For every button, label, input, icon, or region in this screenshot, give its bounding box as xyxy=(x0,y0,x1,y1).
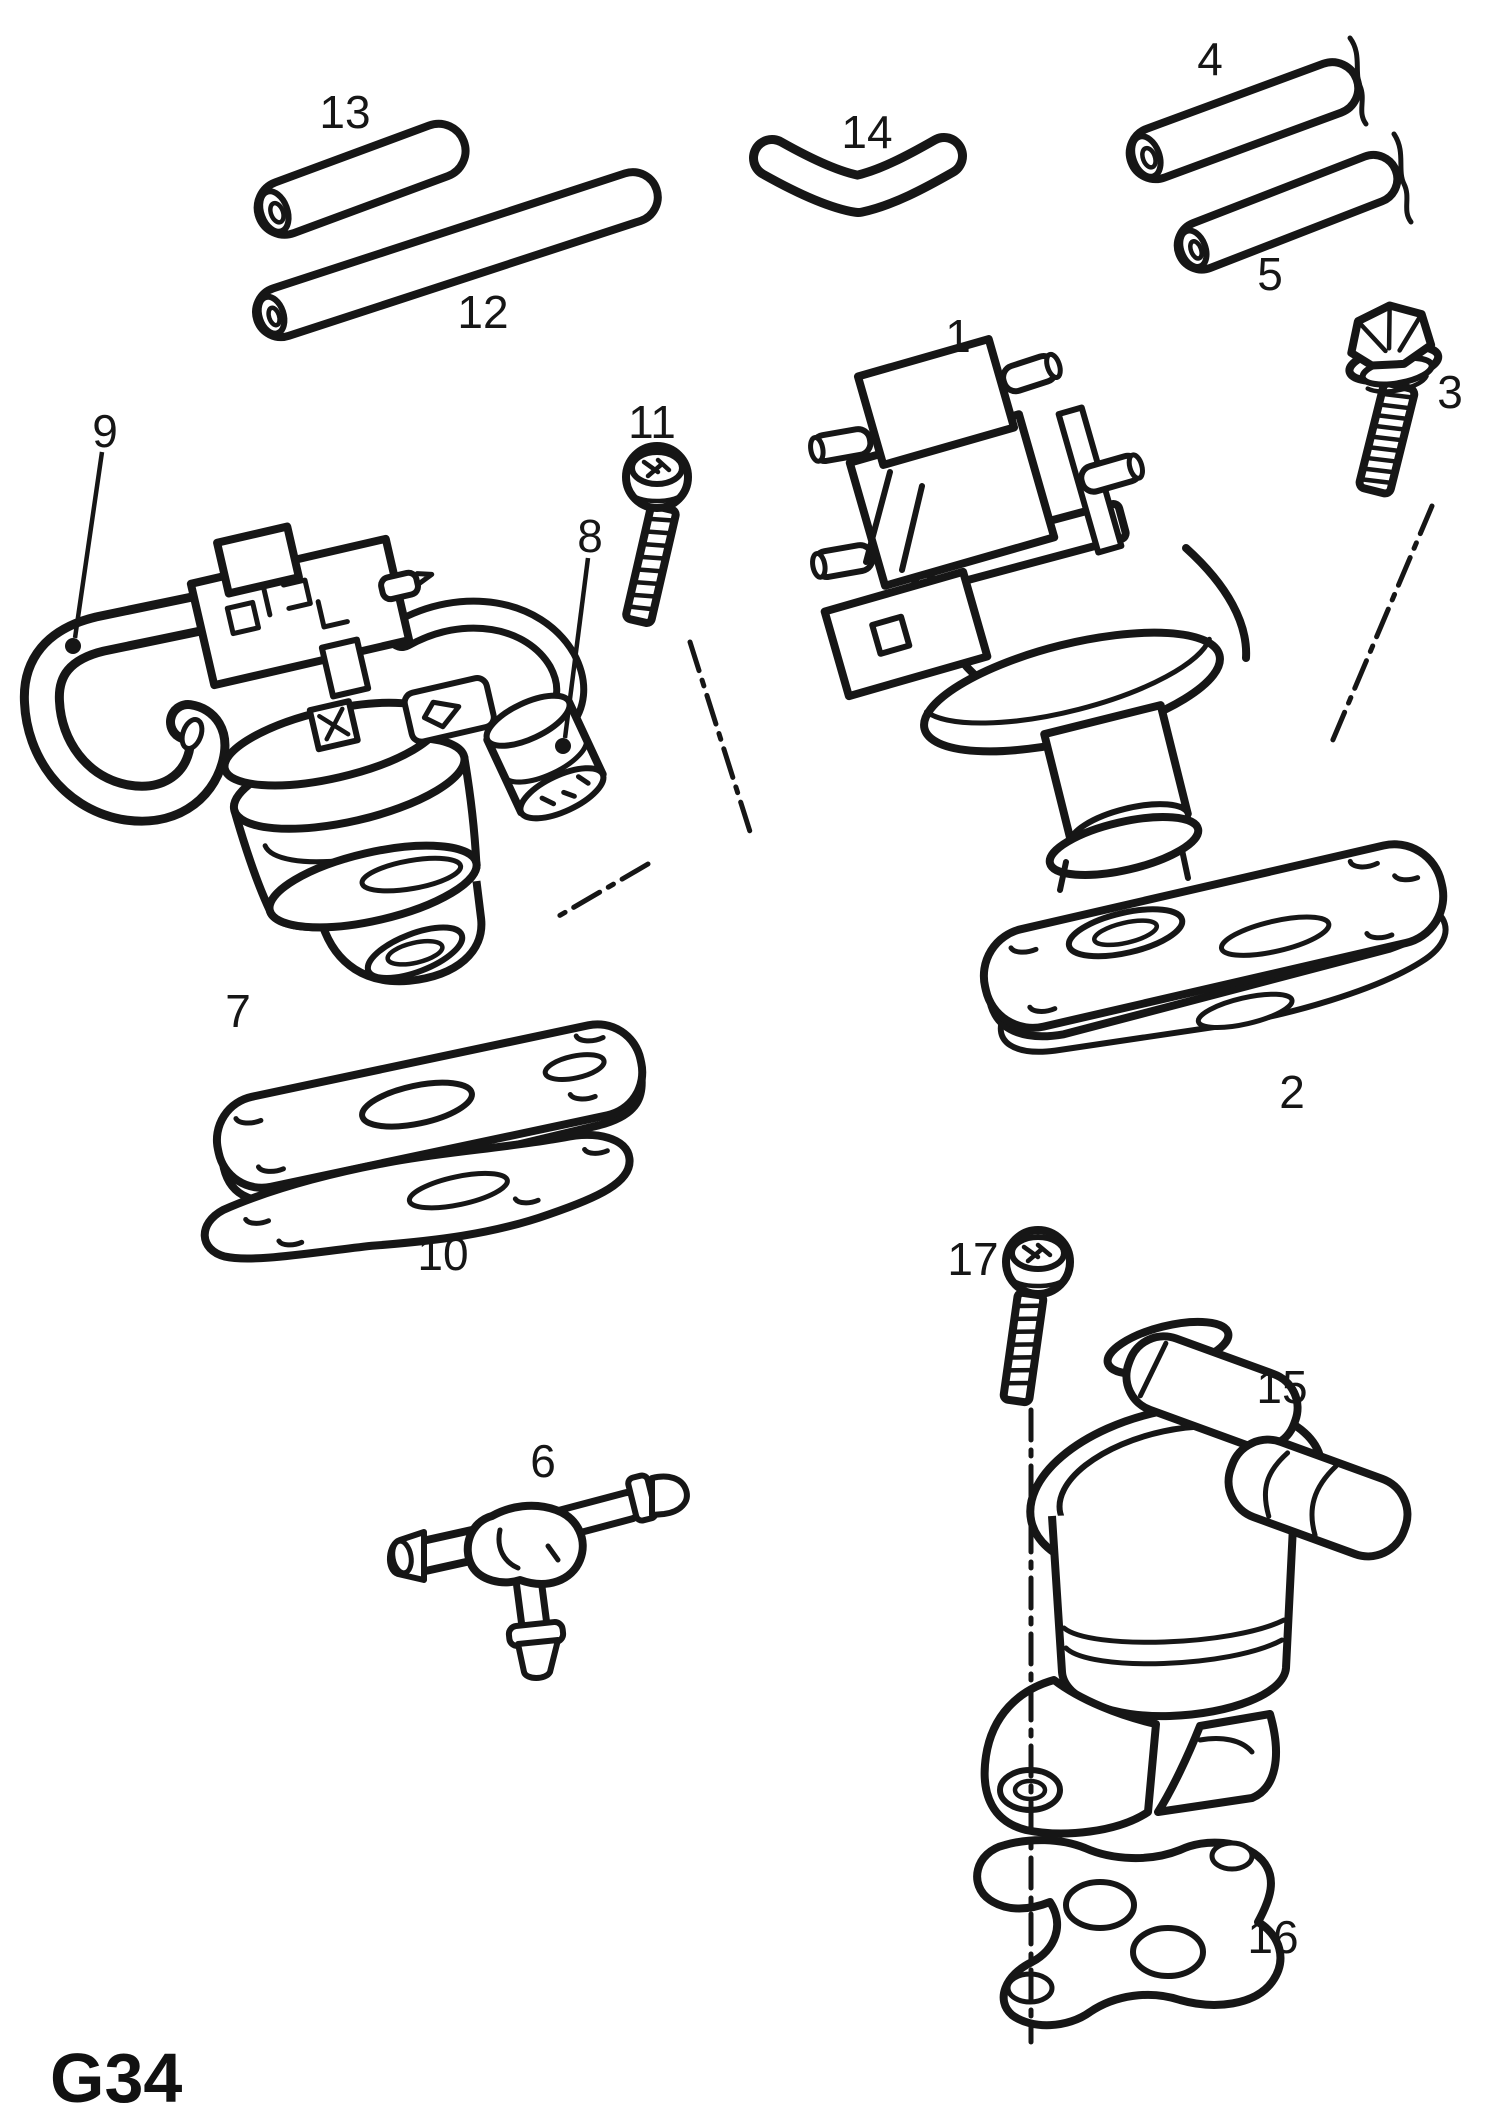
part-9-loop-hose xyxy=(19,556,392,826)
callout-8-dot xyxy=(555,738,571,754)
callout-4-label: 4 xyxy=(1197,33,1223,85)
part-11-screw xyxy=(549,442,755,923)
callout-12-label: 12 xyxy=(457,286,508,338)
callout-6-label: 6 xyxy=(530,1435,556,1487)
part-10-gasket xyxy=(200,1131,634,1263)
callout-8-label: 8 xyxy=(577,510,603,562)
part-7-egr-valve-assembly xyxy=(186,522,647,1263)
callout-1-label: 1 xyxy=(945,310,971,362)
callout-10-label: 10 xyxy=(417,1228,468,1280)
part-3-bolt xyxy=(1329,301,1443,745)
callout-16-label: 16 xyxy=(1247,1911,1298,1963)
part-6-t-connector xyxy=(387,1472,690,1681)
callout-8-leader xyxy=(562,557,591,739)
callout-17-label: 17 xyxy=(947,1233,998,1285)
callout-9-dot xyxy=(65,638,81,654)
callout-13-label: 13 xyxy=(319,86,370,138)
part-12-tube xyxy=(252,168,662,342)
bolt-3-axis-line xyxy=(1329,503,1435,745)
callout-labels: 1 2 3 4 5 6 7 8 9 10 11 12 13 14 15 16 1… xyxy=(92,33,1463,1963)
part-13-tube xyxy=(253,119,470,239)
part-2-flange xyxy=(979,840,1449,1055)
callout-2-label: 2 xyxy=(1279,1066,1305,1118)
page-code-label: G34 xyxy=(50,2039,182,2117)
callout-7-label: 7 xyxy=(225,985,251,1037)
part-15-egr-valve xyxy=(980,1317,1412,1838)
part-17-screw xyxy=(999,1226,1074,1407)
part-5-tube xyxy=(1173,131,1414,274)
callout-15-label: 15 xyxy=(1256,1361,1307,1413)
part-1-egr-solenoid-assembly xyxy=(808,335,1449,1055)
part-14-elbow-hose xyxy=(749,133,967,217)
callout-14-label: 14 xyxy=(841,106,892,158)
part-16-gasket xyxy=(973,1836,1285,2030)
callout-11-label: 11 xyxy=(628,396,676,448)
screw-11-axis-line-2 xyxy=(549,861,651,923)
callout-5-label: 5 xyxy=(1257,248,1283,300)
callout-3-label: 3 xyxy=(1437,366,1463,418)
screw-11-axis-line xyxy=(687,639,755,841)
callout-9-label: 9 xyxy=(92,405,118,457)
part-4-tube xyxy=(1125,35,1369,184)
part-8-capsule xyxy=(483,692,607,822)
callout-9-leader xyxy=(72,451,105,639)
